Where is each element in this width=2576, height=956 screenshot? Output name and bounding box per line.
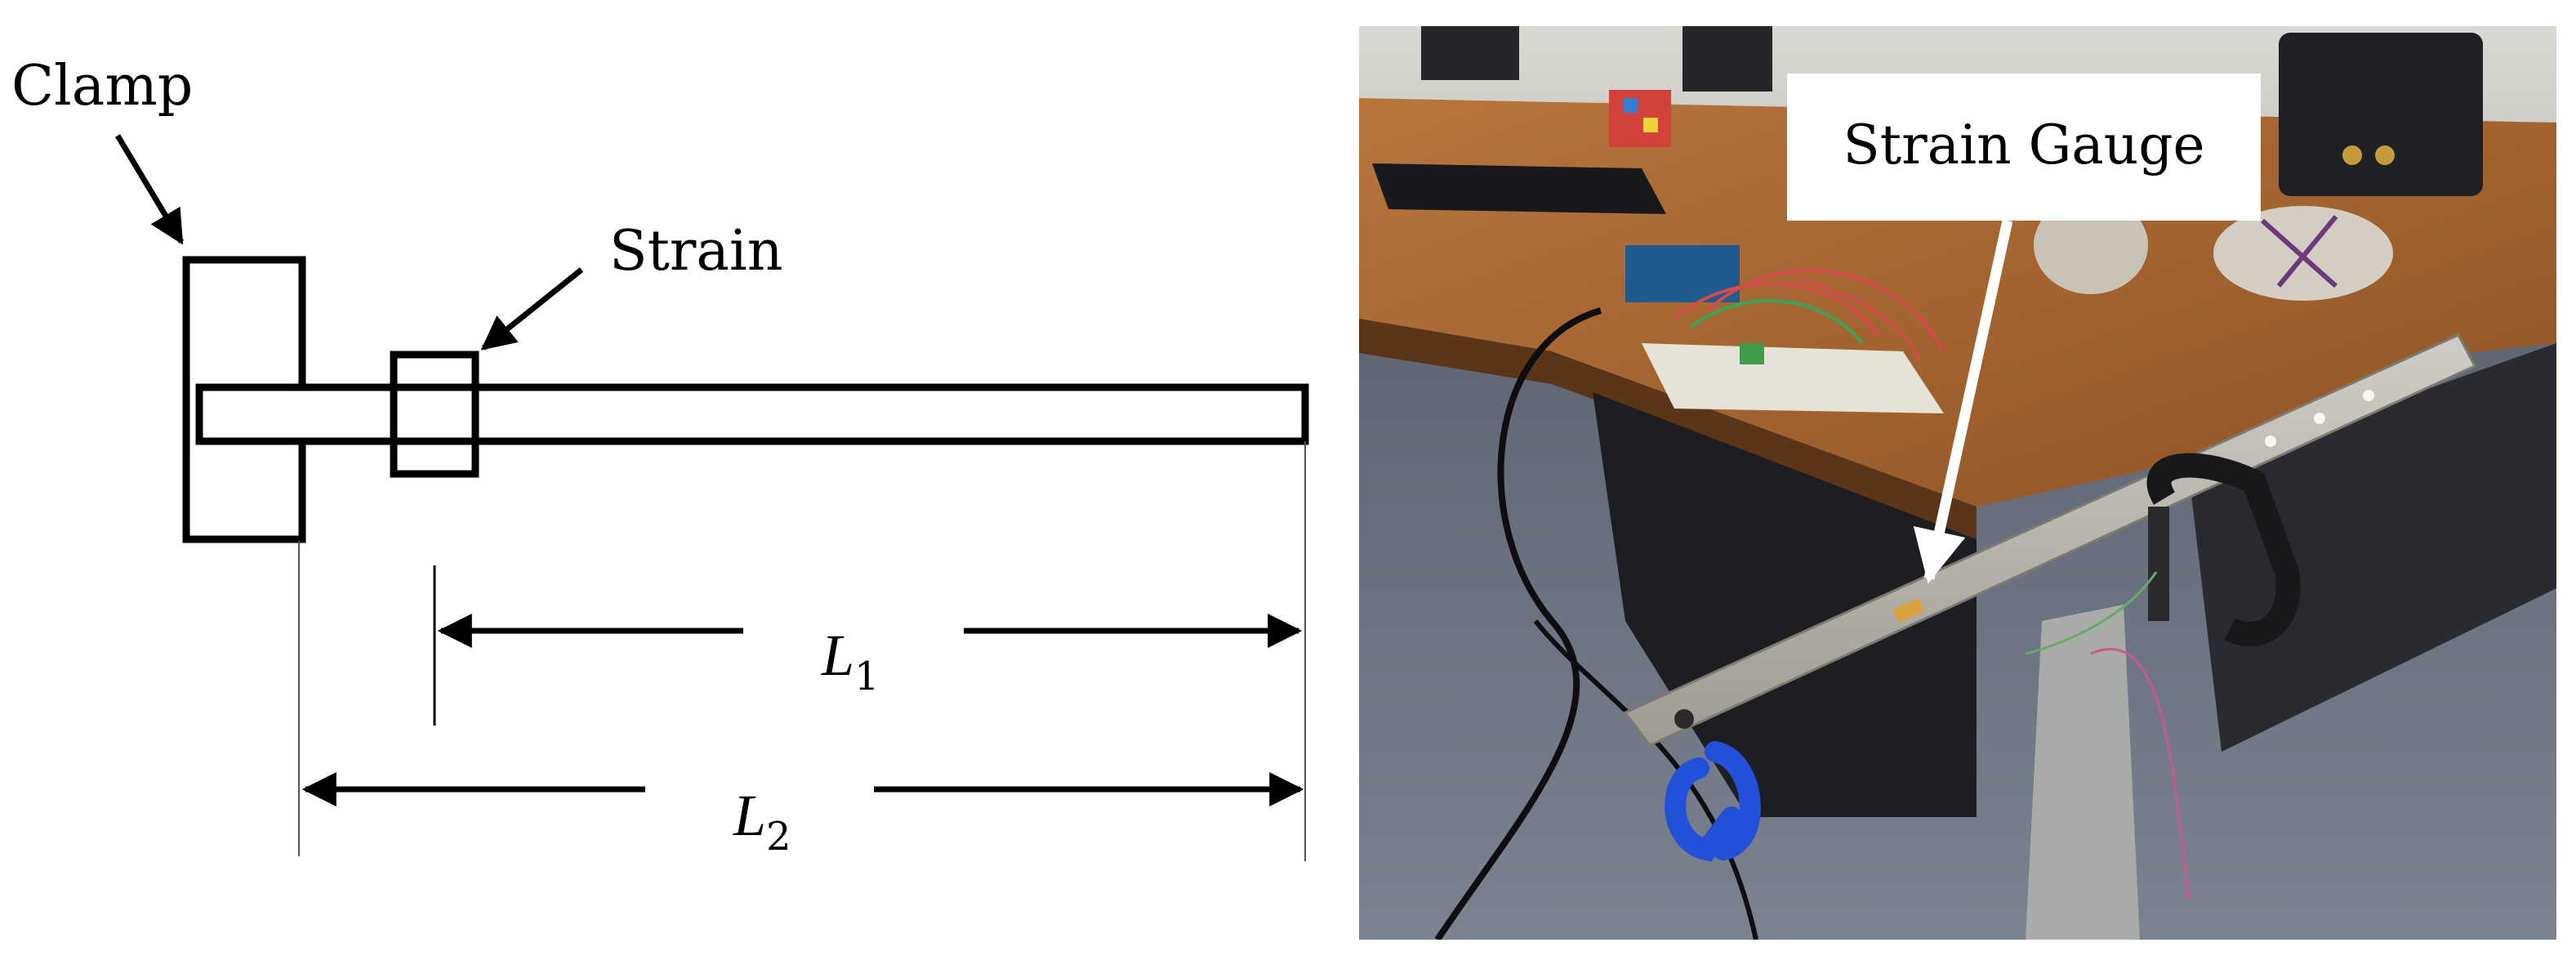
photo-ruler-hole <box>1674 709 1694 729</box>
experiment-photo: Strain Gauge <box>1359 26 2556 940</box>
l2-subscript: 2 <box>766 814 791 860</box>
l2-symbol: L <box>733 783 766 848</box>
photo-clamp-screw <box>2148 507 2169 621</box>
photo-strain-gauge <box>1892 597 1925 623</box>
strain-gauge-callout-arrow <box>1913 219 2013 584</box>
l1-subscript: 1 <box>854 654 880 699</box>
strain-gauge-callout-box <box>1787 74 2261 221</box>
photo-arduino-board <box>1625 245 1740 302</box>
photo-rubber-band <box>2261 215 2338 288</box>
photo-speaker-knob-2 <box>2375 145 2395 165</box>
photo-thin-wire-2 <box>2025 571 2158 655</box>
photo-c-clamp <box>2146 453 2301 647</box>
photo-keyboard <box>1372 163 1666 214</box>
photo-black-cable <box>1434 307 1602 940</box>
photo-monitor-right <box>1682 26 1772 92</box>
photo-jumper-wires-green <box>1689 298 1864 345</box>
photo-speaker <box>2279 33 2483 196</box>
photo-breadboard <box>1642 343 1944 413</box>
photo-desk-edge <box>1359 319 1977 539</box>
photo-sensor-module <box>1740 343 1764 364</box>
strain-gauge-top-pad <box>390 351 479 391</box>
cantilever-schematic: Clamp Strain L1 L2 <box>11 54 1309 861</box>
photo-monitor-left <box>1421 26 1519 80</box>
photo-ruler-hole-4 <box>2265 436 2276 447</box>
photo-rubik-tile <box>1624 98 1638 113</box>
photo-metal-leg <box>2026 605 2140 940</box>
strain-gauge-callout-label: Strain Gauge <box>1843 114 2204 176</box>
l1-label: L1 <box>821 623 880 699</box>
strain-label: Strain <box>609 219 783 284</box>
beam <box>195 383 1309 445</box>
photo-rubik-cube <box>1609 90 1671 147</box>
photo-rubik-tile-2 <box>1643 118 1658 132</box>
strain-gauge-bottom-pad <box>390 437 479 478</box>
l1-symbol: L <box>821 623 854 688</box>
photo-ruler-hole-3 <box>2314 413 2325 424</box>
l2-label: L2 <box>733 783 791 860</box>
clamp-label: Clamp <box>11 54 193 118</box>
photo-thin-wire <box>2090 647 2190 900</box>
photo-speaker-knob <box>2342 145 2362 165</box>
photo-blue-clip <box>1665 741 1761 862</box>
photo-ruler-hole-2 <box>2363 390 2374 401</box>
clamp-arrow <box>114 134 185 245</box>
strain-arrow <box>480 267 584 351</box>
photo-jumper-wires <box>1673 269 1945 360</box>
